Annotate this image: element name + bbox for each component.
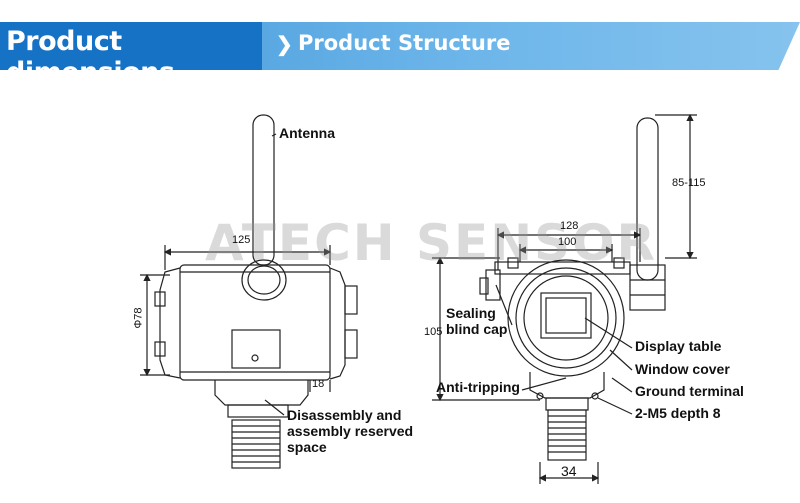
dim-128: 128 [560,220,579,232]
label-antenna: Antenna [279,125,335,141]
label-m5: 2-M5 depth 8 [635,405,721,421]
watermark: ATECH SENSOR [205,214,658,272]
display-window [540,292,592,339]
label-disassembly-2: assembly reserved [287,423,414,439]
label-ground-terminal: Ground terminal [635,383,744,399]
dim-125: 125 [232,234,251,246]
header-banner: Product dimensions ❯ Product Structure [0,22,800,88]
label-display-table: Display table [635,338,722,354]
dim-100: 100 [558,236,577,248]
housing-left [179,264,331,381]
section-subtitle: Product Structure [298,31,511,55]
dim-34: 34 [561,463,577,479]
front-view [432,113,697,484]
chevron-right-icon: ❯ [276,34,293,56]
label-window-cover: Window cover [635,361,730,377]
label-sealing-2: blind cap [446,321,508,337]
label-sealing-1: Sealing [446,305,496,321]
side-view [140,114,358,469]
banner-title-box: Product dimensions [0,22,262,88]
page-title: Product dimensions [6,26,175,88]
label-disassembly-1: Disassembly and [287,407,402,423]
dim-phi78: Φ78 [132,307,145,329]
dim-85-115: 85-115 [672,177,706,189]
label-disassembly-3: space [287,439,327,455]
banner-subtitle-box [262,22,800,70]
dim-18: 18 [312,378,325,390]
label-anti-tripping: Anti-tripping [436,379,520,395]
dim-105: 105 [424,326,443,338]
